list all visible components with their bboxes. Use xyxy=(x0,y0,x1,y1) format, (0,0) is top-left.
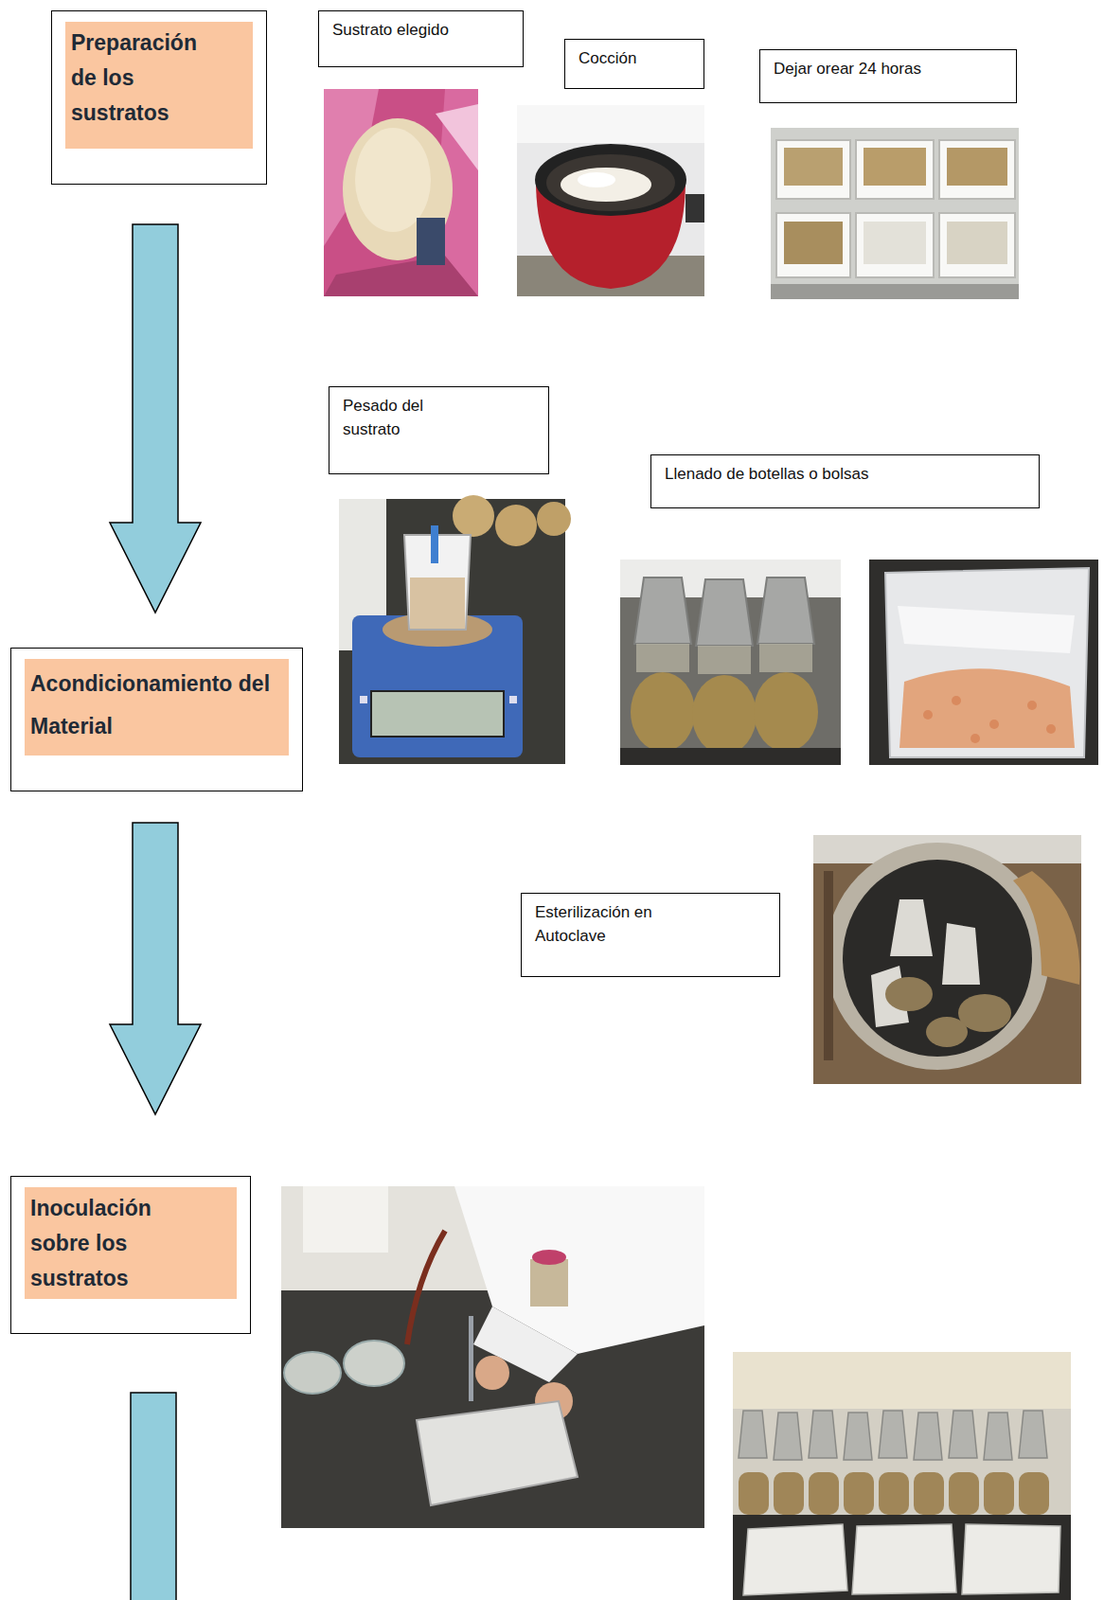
cooking-pot-photo xyxy=(516,105,705,297)
block-arrow xyxy=(109,822,201,1115)
inoculated-bottles-photo xyxy=(732,1352,1071,1600)
filled-bag-photo xyxy=(869,559,1099,766)
step-box: Cocción xyxy=(564,38,705,90)
step-label: Dejar orear 24 horas xyxy=(773,57,1003,82)
arrow-stub xyxy=(130,1392,177,1600)
step-label: Esterilización en Autoclave xyxy=(534,901,692,948)
rice-bag-photo xyxy=(323,89,479,297)
stage-label: Inoculación sobre los sustratos xyxy=(30,1191,182,1296)
scale-photo xyxy=(338,495,571,765)
step-box: Llenado de botellas o bolsas xyxy=(650,454,1040,509)
stage-box: Acondicionamiento del Material xyxy=(10,647,303,792)
autoclave-photo xyxy=(813,835,1082,1085)
inoculation-photo xyxy=(281,1186,705,1529)
stage-box: Inoculación sobre los sustratos xyxy=(10,1175,251,1335)
step-label: Cocción xyxy=(578,47,691,72)
block-arrow xyxy=(109,224,201,613)
step-box: Dejar orear 24 horas xyxy=(759,49,1017,104)
drying-trays-photo xyxy=(770,127,1019,300)
stage-box: Preparación de los sustratos xyxy=(51,10,268,185)
step-box: Pesado del sustrato xyxy=(328,386,550,475)
stage-fill: Preparación de los sustratos xyxy=(65,21,253,149)
step-label: Pesado del sustrato xyxy=(342,394,457,442)
bottles-photo xyxy=(620,559,841,766)
step-box: Esterilización en Autoclave xyxy=(520,892,781,978)
stage-fill: Inoculación sobre los sustratos xyxy=(24,1187,237,1300)
stage-label: Preparación de los sustratos xyxy=(71,25,228,130)
step-box: Sustrato elegido xyxy=(318,10,524,68)
stage-fill: Acondicionamiento del Material xyxy=(24,658,289,756)
step-label: Sustrato elegido xyxy=(332,18,510,43)
stage-label: Acondicionamiento del Material xyxy=(30,662,284,748)
step-label: Llenado de botellas o bolsas xyxy=(664,462,1025,487)
